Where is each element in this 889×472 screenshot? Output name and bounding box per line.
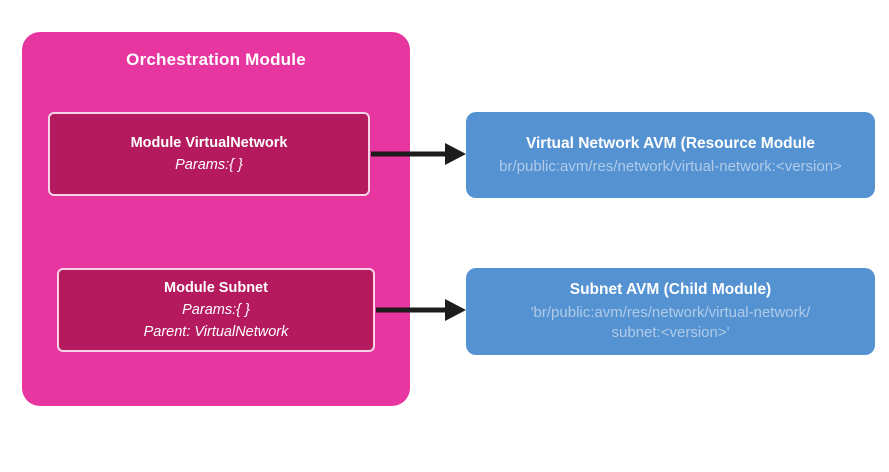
right-arrow-icon <box>371 143 466 165</box>
virtual-network-avm-box: Virtual Network AVM (Resource Module br/… <box>466 112 875 198</box>
subnet-avm-registry-path-line2: subnet:<version>' <box>611 324 730 341</box>
virtual-network-avm-title: Virtual Network AVM (Resource Module <box>525 134 816 152</box>
module-subnet-title: Module Subnet <box>164 279 268 296</box>
right-arrow-icon <box>376 299 466 321</box>
orchestration-module-container: Orchestration Module Module VirtualNetwo… <box>22 32 410 406</box>
virtual-network-avm-registry-path: br/public:avm/res/network/virtual-networ… <box>499 157 842 175</box>
module-virtualnetwork-params: Params:{ } <box>175 156 243 173</box>
subnet-avm-title: Subnet AVM (Child Module) <box>569 281 772 298</box>
module-subnet-parent: Parent: VirtualNetwork <box>143 323 289 340</box>
module-virtualnetwork-box: Module VirtualNetwork Params:{ } <box>48 112 370 196</box>
module-virtualnetwork-title: Module VirtualNetwork <box>130 134 288 151</box>
orchestration-module-title: Orchestration Module <box>126 50 306 69</box>
subnet-avm-registry-path: 'br/public:avm/res/network/virtual-netwo… <box>531 303 811 343</box>
subnet-avm-box: Subnet AVM (Child Module) 'br/public:avm… <box>466 268 875 355</box>
module-subnet-params: Params:{ } <box>182 301 250 318</box>
subnet-avm-registry-path-line1: 'br/public:avm/res/network/virtual-netwo… <box>530 304 811 321</box>
module-subnet-box: Module Subnet Params:{ } Parent: Virtual… <box>57 268 375 352</box>
